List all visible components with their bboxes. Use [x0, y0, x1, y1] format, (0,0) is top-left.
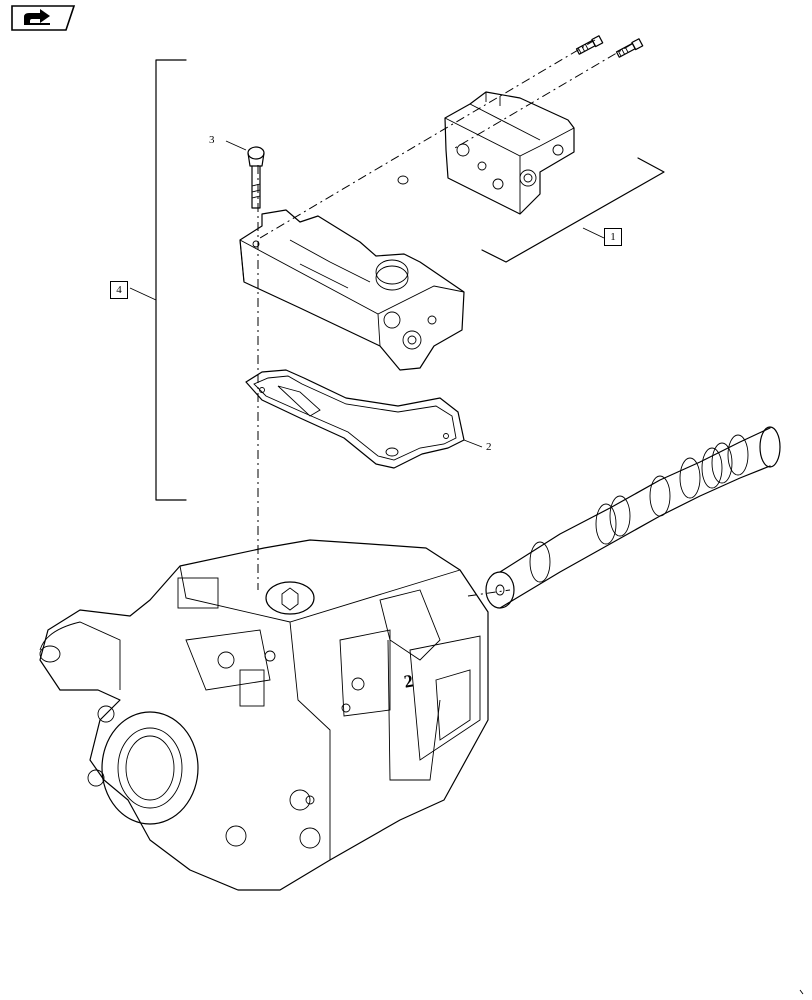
callout-1: 1 [604, 228, 622, 246]
control-cover [239, 209, 465, 371]
pump-housing [39, 539, 489, 891]
callout-4: 4 [110, 281, 128, 299]
callout-3: 3 [209, 134, 215, 146]
next-page-arrow-icon [11, 5, 76, 31]
gasket [245, 369, 483, 469]
callout-2: 2 [486, 441, 492, 453]
next-page-button[interactable] [10, 5, 76, 31]
corner-mark [799, 989, 804, 995]
cover-bolt [225, 140, 265, 209]
assembly-bracket [129, 59, 187, 501]
valve-bolts [575, 35, 644, 58]
valve-block [397, 91, 575, 215]
drive-shaft [485, 426, 781, 609]
centerlines [257, 39, 633, 597]
valve-bracket [481, 157, 665, 263]
